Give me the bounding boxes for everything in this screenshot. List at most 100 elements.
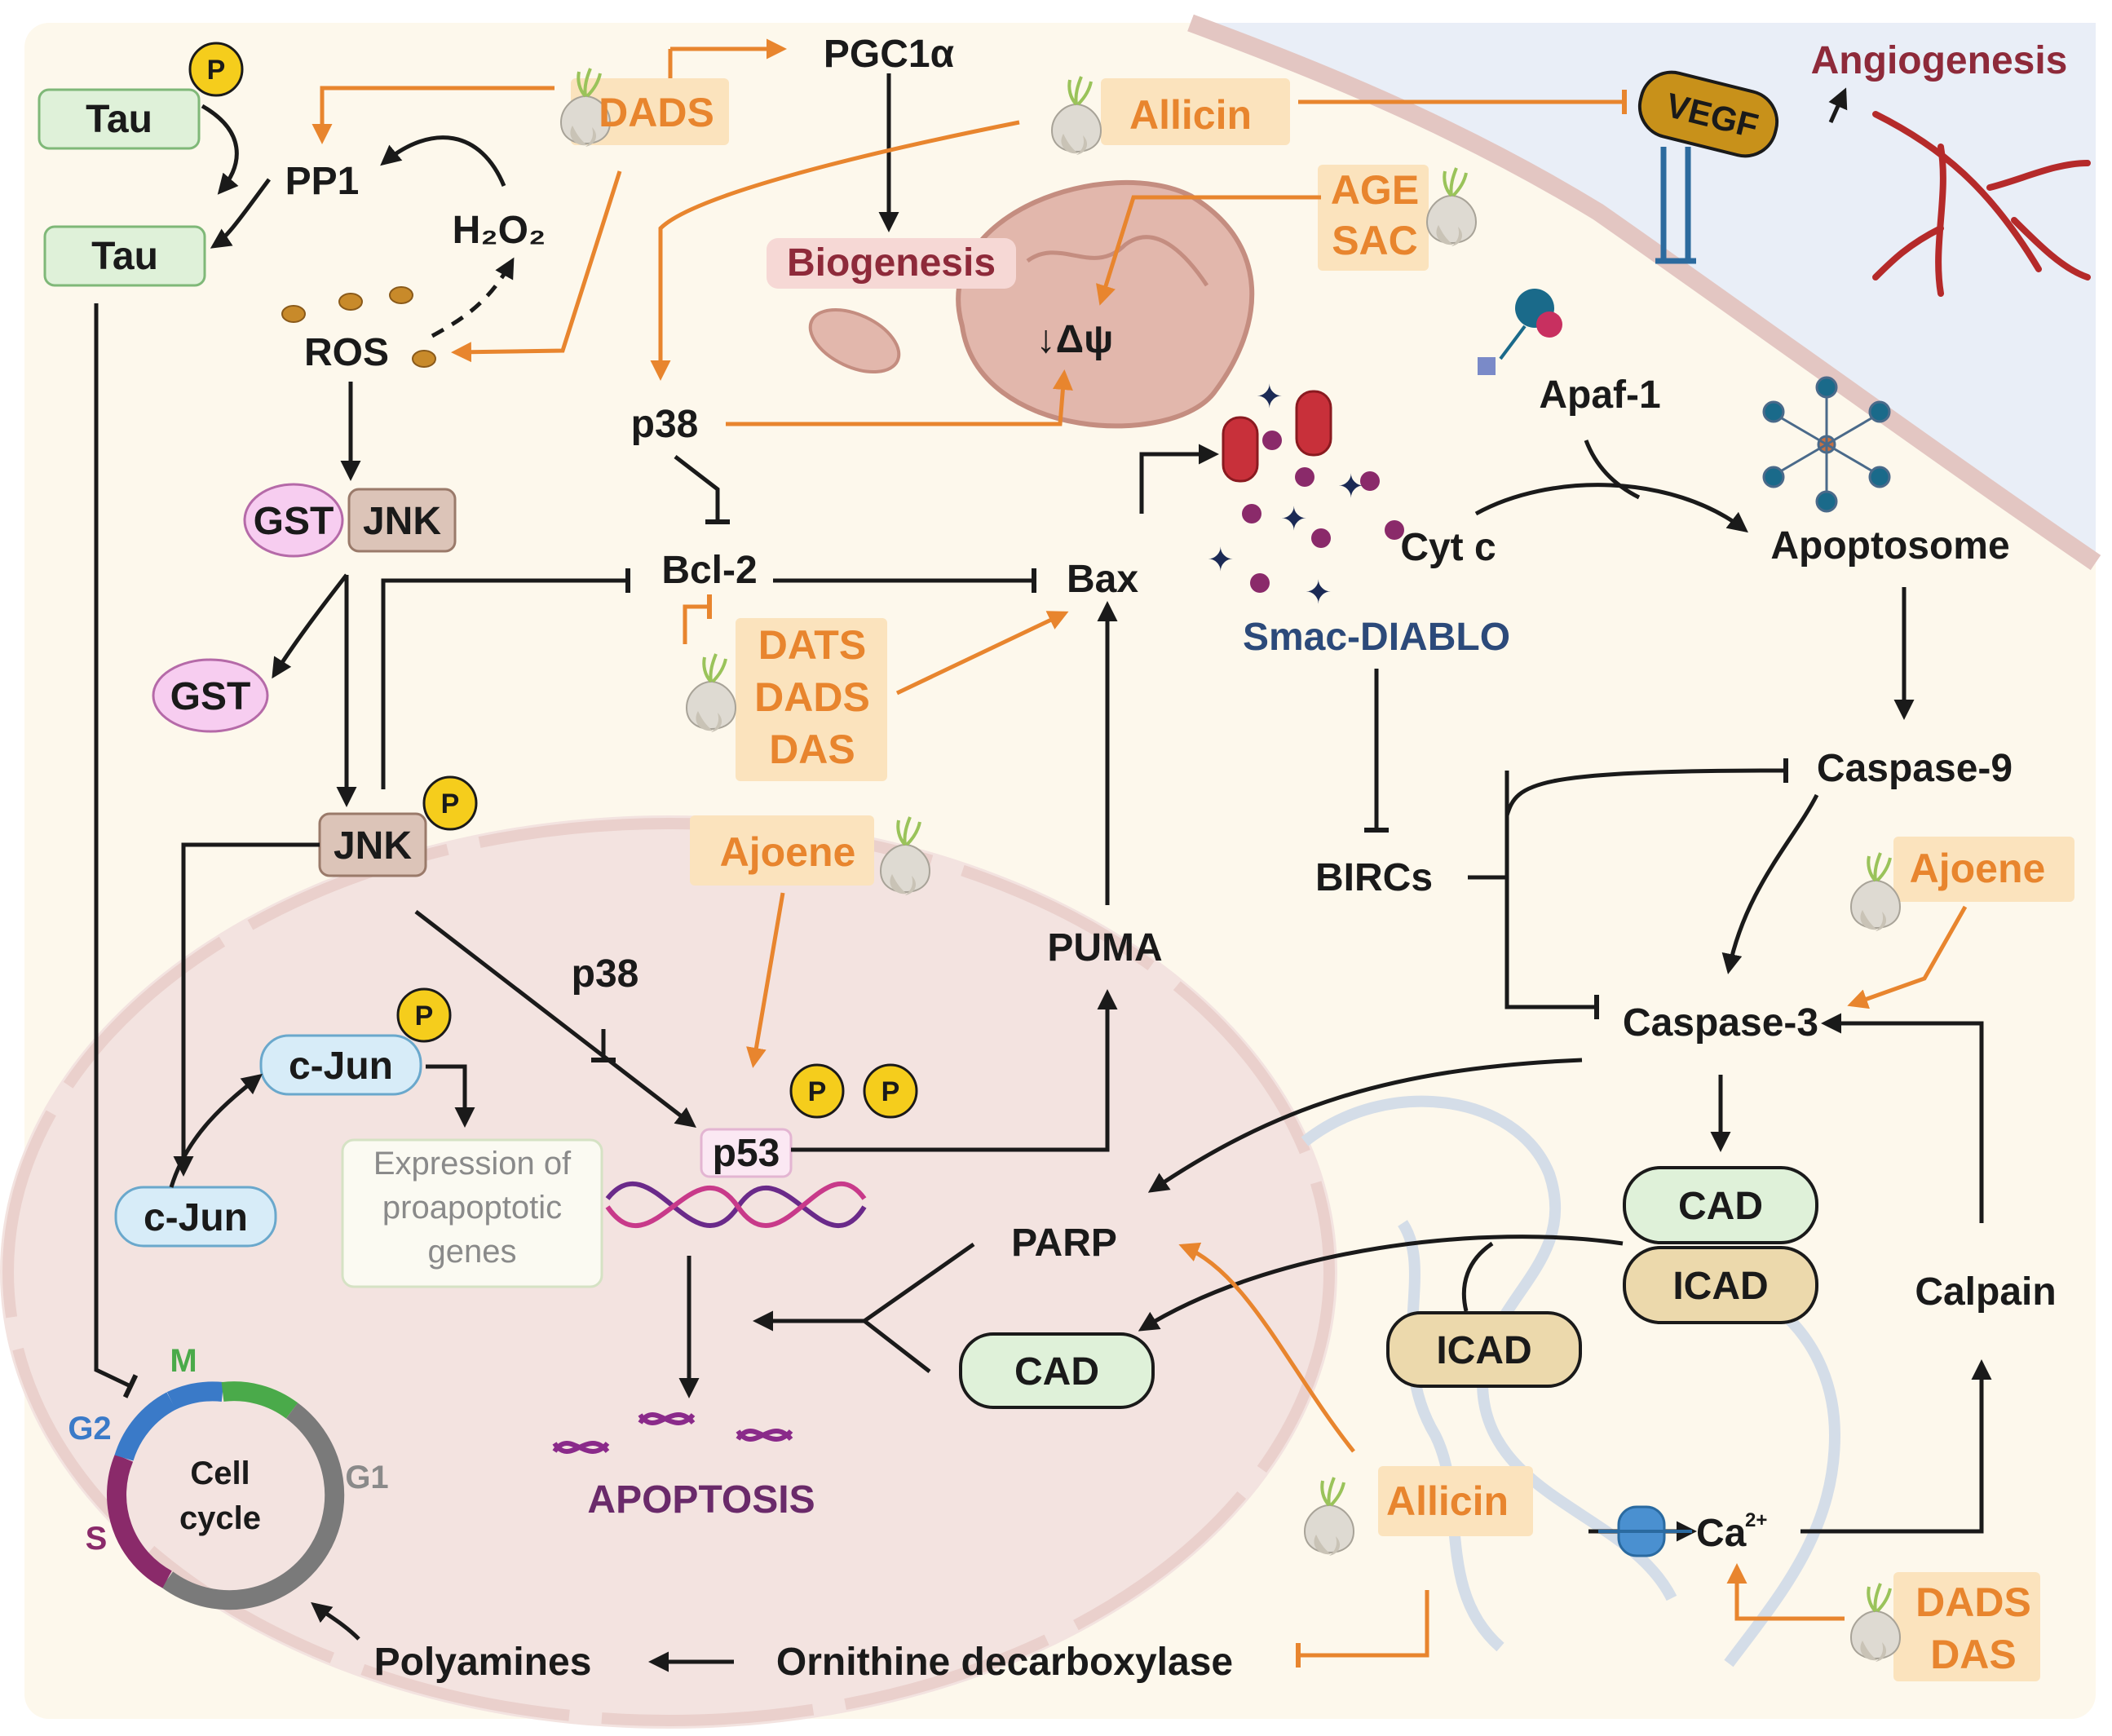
allicin-bottom-box [1378, 1466, 1533, 1536]
tau-bottom-label: Tau [91, 235, 158, 278]
svg-text:✦: ✦ [1256, 378, 1284, 416]
svg-text:✦: ✦ [1305, 574, 1332, 612]
vegf-ligand [1637, 70, 1779, 158]
cad-right-box [1623, 1166, 1818, 1244]
bax-label: Bax [1067, 558, 1138, 601]
cytc-label: Cyt c [1400, 526, 1496, 569]
svg-text:✦: ✦ [1337, 468, 1365, 506]
tau-top-box [38, 88, 201, 150]
apoptosis-label: APOPTOSIS [587, 1478, 815, 1522]
vegf-receptor-icon [1655, 147, 1696, 264]
dna-helix-icon [552, 1181, 867, 1454]
cell-cycle-wheel [107, 1381, 345, 1610]
jnk-complex-label: JNK [363, 500, 441, 543]
puma-label: PUMA [1047, 926, 1162, 970]
expression-line2: proapoptotic [382, 1190, 562, 1226]
gst-free-oval [152, 658, 269, 733]
calpain-label: Calpain [1915, 1270, 2056, 1314]
age-sac-box [1318, 165, 1429, 271]
cytochrome-c-particles: ✦ ✦ ✦ ✦ ✦ [1207, 378, 1404, 612]
cell-cycle-line1: Cell [190, 1456, 250, 1491]
phosphate-badge-icon [188, 42, 918, 1119]
allicin-top-label: Allicin [1129, 92, 1252, 138]
odc-label: Ornithine decarboxylase [776, 1641, 1233, 1684]
gst-free-label: GST [170, 675, 251, 718]
polyamines-label: Polyamines [374, 1641, 592, 1684]
calcium-channel-icon [1598, 1505, 1692, 1557]
allicin-bottom-label: Allicin [1386, 1478, 1509, 1524]
icad-right-label: ICAD [1672, 1265, 1768, 1308]
cjun-bottom-label: c-Jun [144, 1196, 248, 1239]
expression-box [341, 1138, 603, 1288]
pp1-label: PP1 [285, 160, 360, 203]
dads-top-label: DADS [599, 90, 714, 135]
ajoene-mid-box [690, 815, 874, 886]
expression-line1: Expression of [373, 1146, 572, 1182]
cad-right-label: CAD [1678, 1185, 1763, 1228]
phase-s-label: S [86, 1521, 108, 1557]
svg-text:✦: ✦ [1280, 501, 1308, 538]
tau-top-label: Tau [86, 98, 152, 141]
dads-bottom-label: DADS [1915, 1579, 2031, 1625]
icad-right-box [1623, 1246, 1818, 1324]
bcl2-label: Bcl-2 [661, 549, 757, 592]
ca2-label: Ca [1696, 1512, 1747, 1555]
dads-top-box [571, 78, 729, 145]
cjun-top-box [259, 1034, 422, 1096]
gst-complex-oval [243, 483, 344, 558]
phase-g1-label: G1 [345, 1460, 388, 1495]
tau-bottom-box [43, 225, 206, 287]
parp-label: PARP [1011, 1221, 1117, 1265]
jnk-phospho-label: JNK [334, 824, 412, 868]
dads-mid-label: DADS [754, 674, 870, 720]
phospho-label: P [207, 55, 226, 86]
apaf1-label: Apaf-1 [1539, 373, 1660, 417]
cjun-top-label: c-Jun [289, 1045, 393, 1088]
dads-das-bottom-box [1893, 1572, 2040, 1681]
delta-psi-label: ↓Δψ [1036, 318, 1114, 361]
dats-dads-das-box [736, 618, 887, 781]
phospho-label: P [881, 1076, 900, 1107]
das-bottom-label: DAS [1930, 1632, 2017, 1677]
age-label: AGE [1331, 167, 1419, 213]
apoptosome-icon [1762, 376, 1891, 513]
small-mitochondrion-icon [808, 308, 901, 373]
ajoene-right-label: Ajoene [1910, 846, 2046, 891]
angiogenesis-label: Angiogenesis [1811, 39, 2068, 82]
phospho-label: P [808, 1076, 827, 1107]
icad-mid-label: ICAD [1436, 1329, 1531, 1372]
ajoene-right-box [1893, 837, 2074, 902]
extracellular-space [1191, 23, 2096, 563]
h2o2-label: H₂O₂ [453, 209, 546, 252]
bircs-label: BIRCs [1315, 856, 1433, 899]
phase-m-label: M [170, 1343, 197, 1379]
p38-top-label: p38 [631, 403, 699, 446]
phospho-label: P [415, 1001, 434, 1031]
expression-line3: genes [428, 1234, 517, 1270]
cjun-bottom-box [114, 1186, 277, 1248]
biogenesis-box [767, 238, 1016, 289]
p38-mid-label: p38 [572, 952, 639, 996]
caspase9-label: Caspase-9 [1817, 747, 2013, 790]
p53-label: p53 [713, 1132, 780, 1175]
apaf1-icon [1478, 289, 1562, 375]
plasma-membrane [1187, 14, 2101, 571]
ros-particles [281, 286, 436, 368]
ros-label: ROS [304, 331, 389, 374]
smac-label: Smac-DIABLO [1243, 616, 1510, 659]
caspase3-label: Caspase-3 [1623, 1001, 1818, 1045]
cad-mid-box [959, 1332, 1155, 1409]
biogenesis-label: Biogenesis [787, 241, 996, 285]
ajoene-mid-label: Ajoene [720, 829, 856, 875]
mitochondrion-icon [956, 179, 1255, 429]
phospho-label: P [441, 788, 460, 819]
dats-label: DATS [758, 622, 866, 668]
blood-vessel-icon [1872, 111, 2091, 297]
icad-mid-box [1386, 1311, 1582, 1388]
pgc1a-label: PGC1α [824, 33, 955, 76]
cell-cycle-line2: cycle [179, 1500, 261, 1536]
p53-box [700, 1128, 793, 1178]
allicin-top-box [1101, 78, 1290, 145]
